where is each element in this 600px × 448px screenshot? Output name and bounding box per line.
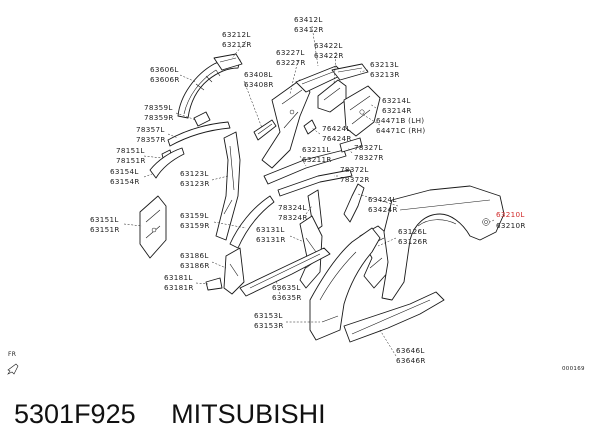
part-sill-63635: [239, 247, 331, 297]
part-bracket-63424: [343, 183, 365, 223]
part-rocker-63646: [343, 291, 445, 343]
label-63210l[interactable]: 63210L: [496, 210, 525, 219]
label-76424r[interactable]: 76424R: [322, 134, 352, 143]
label-78372l[interactable]: 78372L: [340, 165, 369, 174]
label-78357l[interactable]: 78357L: [136, 125, 165, 134]
part-wheelhouse-63606: [177, 58, 241, 119]
label-63126l[interactable]: 63126L: [398, 227, 427, 236]
label-78327l[interactable]: 78327L: [354, 143, 383, 152]
label-78324l[interactable]: 78324L: [278, 203, 307, 212]
label-63214r[interactable]: 63214R: [382, 106, 412, 115]
part-labels: 63212L 63212R 63412L 63412R 63227L 63227…: [90, 15, 526, 365]
label-63227r[interactable]: 63227R: [276, 58, 306, 67]
part-bracket-78359: [193, 111, 211, 127]
front-label: FR: [8, 351, 16, 358]
label-63408l[interactable]: 63408L: [244, 70, 273, 79]
label-63123l[interactable]: 63123L: [180, 169, 209, 178]
label-63422l[interactable]: 63422L: [314, 41, 343, 50]
label-63154r[interactable]: 63154R: [110, 177, 140, 186]
label-63151r[interactable]: 63151R: [90, 225, 120, 234]
label-63186l[interactable]: 63186L: [180, 251, 209, 260]
part-clip-76424: [303, 119, 317, 135]
part-pillar-63159: [229, 195, 275, 249]
part-bracket-63212: [213, 53, 243, 71]
part-bracket-63181: [205, 277, 223, 291]
drawing-code: 000169: [562, 366, 585, 372]
label-63214l[interactable]: 63214L: [382, 96, 411, 105]
label-78372r[interactable]: 78372R: [340, 175, 370, 184]
part-strip-78372: [277, 169, 353, 197]
label-63211l[interactable]: 63211L: [302, 145, 331, 154]
label-63646r[interactable]: 63646R: [396, 356, 426, 365]
label-63153r[interactable]: 63153R: [254, 321, 284, 330]
label-63635l[interactable]: 63635L: [272, 283, 301, 292]
label-63213r[interactable]: 63213R: [370, 70, 400, 79]
front-arrow-icon: [7, 363, 19, 375]
label-63635r[interactable]: 63635R: [272, 293, 302, 302]
label-63412r[interactable]: 63412R: [294, 25, 324, 34]
part-quarter-panel-63210: [381, 185, 505, 301]
label-78151r[interactable]: 78151R: [116, 156, 146, 165]
part-bracket-63213: [331, 63, 369, 81]
label-63123r[interactable]: 63123R: [180, 179, 210, 188]
label-63213l[interactable]: 63213L: [370, 60, 399, 69]
caption-brand: MITSUBISHI: [171, 399, 326, 429]
label-63211r[interactable]: 63211R: [302, 155, 332, 164]
front-direction-marker: FR: [7, 351, 19, 375]
part-trim-78357: [167, 121, 231, 147]
label-64471c[interactable]: 64471C (RH): [376, 126, 425, 135]
label-78359l[interactable]: 78359L: [144, 103, 173, 112]
label-78359r[interactable]: 78359R: [144, 113, 174, 122]
part-reinforcement-63408: [253, 119, 277, 141]
part-quarter-inner-63214: [343, 85, 381, 137]
label-63186r[interactable]: 63186R: [180, 261, 210, 270]
part-pillar-63151: [139, 195, 167, 259]
label-63646l[interactable]: 63646L: [396, 346, 425, 355]
label-63424r[interactable]: 63424R: [368, 205, 398, 214]
label-63212l[interactable]: 63212L: [222, 30, 251, 39]
label-63606l[interactable]: 63606L: [150, 65, 179, 74]
part-clip-78327: [339, 137, 363, 153]
leader-lines: [123, 25, 495, 357]
label-78151l[interactable]: 78151L: [116, 146, 145, 155]
label-64471b[interactable]: 64471B (LH): [376, 116, 424, 125]
label-63210r[interactable]: 63210R: [496, 221, 526, 230]
label-63181r[interactable]: 63181R: [164, 283, 194, 292]
label-78324r[interactable]: 78324R: [278, 213, 308, 222]
caption-part-number: 5301F925: [14, 399, 136, 429]
label-63606r[interactable]: 63606R: [150, 75, 180, 84]
label-63159l[interactable]: 63159L: [180, 211, 209, 220]
parts-diagram: 63212L 63212R 63412L 63412R 63227L 63227…: [7, 15, 585, 375]
label-63131l[interactable]: 63131L: [256, 225, 285, 234]
caption-bar: 5301F925 MITSUBISHI: [14, 394, 326, 434]
label-63153l[interactable]: 63153L: [254, 311, 283, 320]
label-63424l[interactable]: 63424L: [368, 195, 397, 204]
label-63422r[interactable]: 63422R: [314, 51, 344, 60]
label-63131r[interactable]: 63131R: [256, 235, 286, 244]
label-78357r[interactable]: 78357R: [136, 135, 166, 144]
part-side-outer-63153: [309, 227, 381, 341]
label-63227l[interactable]: 63227L: [276, 48, 305, 57]
label-63154l[interactable]: 63154L: [110, 167, 139, 176]
part-pillar-63123: [215, 131, 241, 241]
label-63126r[interactable]: 63126R: [398, 237, 428, 246]
label-63151l[interactable]: 63151L: [90, 215, 119, 224]
label-78327r[interactable]: 78327R: [354, 153, 384, 162]
label-63408r[interactable]: 63408R: [244, 80, 274, 89]
label-76424l[interactable]: 76424L: [322, 124, 351, 133]
label-63412l[interactable]: 63412L: [294, 15, 323, 24]
label-63212r[interactable]: 63212R: [222, 40, 252, 49]
label-63181l[interactable]: 63181L: [164, 273, 193, 282]
part-rail-63211: [263, 149, 347, 185]
part-pillar-63186: [223, 247, 245, 295]
label-63159r[interactable]: 63159R: [180, 221, 210, 230]
part-pillar-63154: [149, 147, 185, 179]
